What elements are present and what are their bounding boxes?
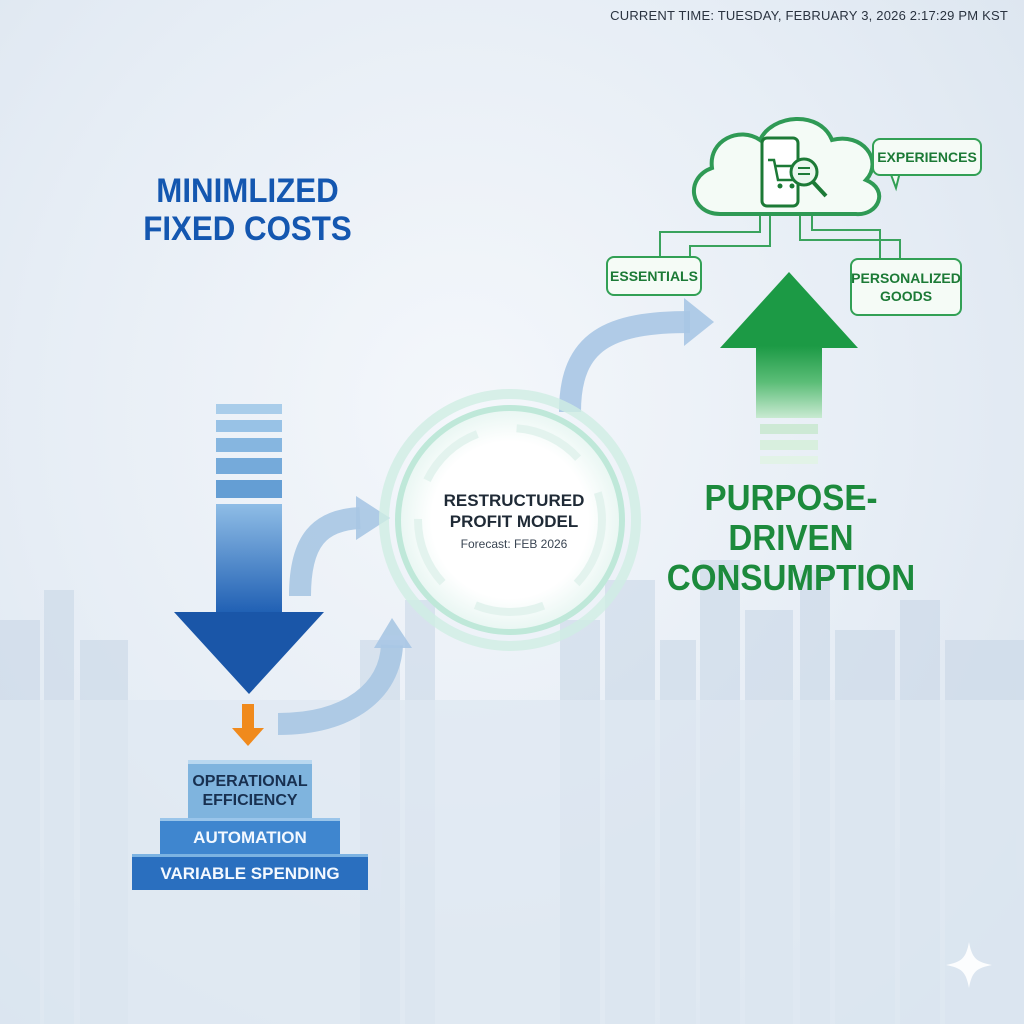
magnifier-icon [789,157,828,198]
consumption-title: PURPOSE-DRIVEN CONSUMPTION [648,478,933,598]
tier-variable-spending: VARIABLE SPENDING [132,854,368,890]
current-time-label: CURRENT TIME: TUESDAY, FEBRUARY 3, 2026 … [610,8,1008,23]
tag-experiences: EXPERIENCES [872,138,982,176]
fixed-costs-title: MINIMLIZED FIXED COSTS [130,172,365,248]
up-arrow-icon [720,272,858,464]
tag-personalized-goods: PERSONALIZED GOODS [850,258,962,316]
tier-automation: AUTOMATION [160,818,340,854]
hub-title-line2: PROFIT MODEL [449,512,579,531]
consumption-title-line1: PURPOSE-DRIVEN [704,477,878,558]
consumption-title-line2: CONSUMPTION [666,557,916,598]
hub-label: RESTRUCTURED PROFIT MODEL Forecast: FEB … [418,490,610,551]
down-arrow-icon [174,404,324,694]
flow-arrows [277,311,691,735]
hub-title-line1: RESTRUCTURED [443,491,585,510]
sparkle-icon [946,942,992,988]
profit-model-hub [379,389,641,651]
tag-personalized-line2: GOODS [879,288,933,304]
tier-operational-efficiency: OPERATIONAL EFFICIENCY [188,760,312,818]
tag-personalized-line1: PERSONALIZED [851,270,961,286]
orange-down-arrow-icon [232,704,264,746]
fixed-costs-title-line2: FIXED COSTS [143,210,352,248]
hub-title: RESTRUCTURED PROFIT MODEL [418,490,610,532]
tag-essentials: ESSENTIALS [606,256,702,296]
hub-subtitle: Forecast: FEB 2026 [460,537,568,551]
fixed-costs-title-line1: MINIMLIZED [156,172,339,210]
